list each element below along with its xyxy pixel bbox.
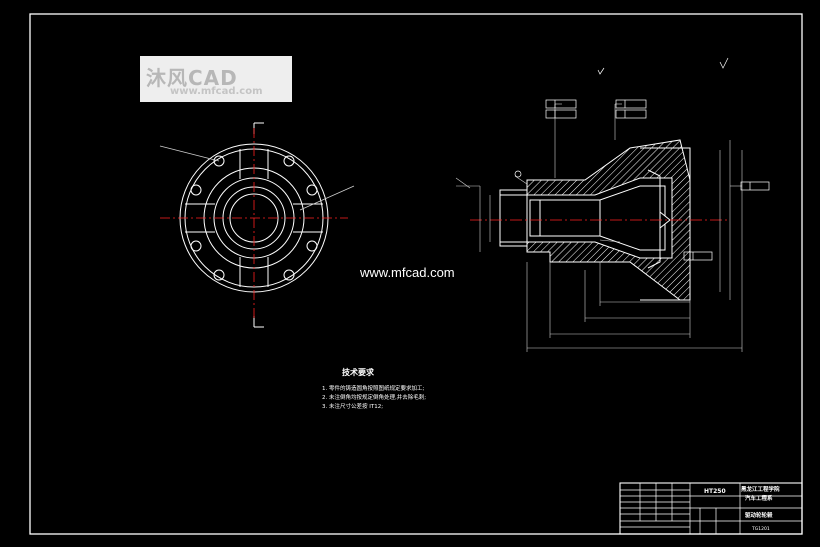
roughness-symbols: [597, 57, 729, 75]
bolt-holes: [190, 155, 318, 281]
tolerance-frames: [514, 99, 770, 261]
title-block-drawing-no: TG1201: [751, 526, 770, 532]
section-view: [499, 139, 691, 301]
technical-requirements-title: 技术要求: [342, 368, 374, 377]
title-block-dept: 汽车工程系: [745, 494, 773, 502]
title-block: [619, 482, 803, 535]
front-view-centerlines: [160, 128, 348, 320]
title-block-part-name: 驱动轮轮毂: [745, 511, 773, 519]
dimension-lines: [455, 103, 743, 352]
technical-requirement-item: 2. 未注倒角均按规定倒角处理,并去除毛刺;: [322, 395, 427, 401]
watermark-url: www.mfcad.com: [170, 86, 263, 97]
technical-requirements: 技术要求 1. 零件的铸造圆角按照图纸规定要求加工; 2. 未注倒角均按规定倒角…: [322, 368, 426, 412]
watermark-logo-text: 沐风CAD: [146, 66, 238, 90]
drawing-frame: [29, 13, 803, 535]
title-block-school: 黑龙江工程学院: [741, 485, 780, 493]
site-url: www.mfcad.com: [360, 265, 455, 280]
front-view: [159, 122, 355, 328]
watermark-logo: 沐风CAD www.mfcad.com: [140, 56, 292, 102]
title-block-code: HT250: [704, 488, 726, 495]
technical-requirement-item: 3. 未注尺寸公差按 IT12;: [322, 404, 384, 410]
technical-requirement-item: 1. 零件的铸造圆角按照图纸规定要求加工;: [322, 386, 425, 392]
